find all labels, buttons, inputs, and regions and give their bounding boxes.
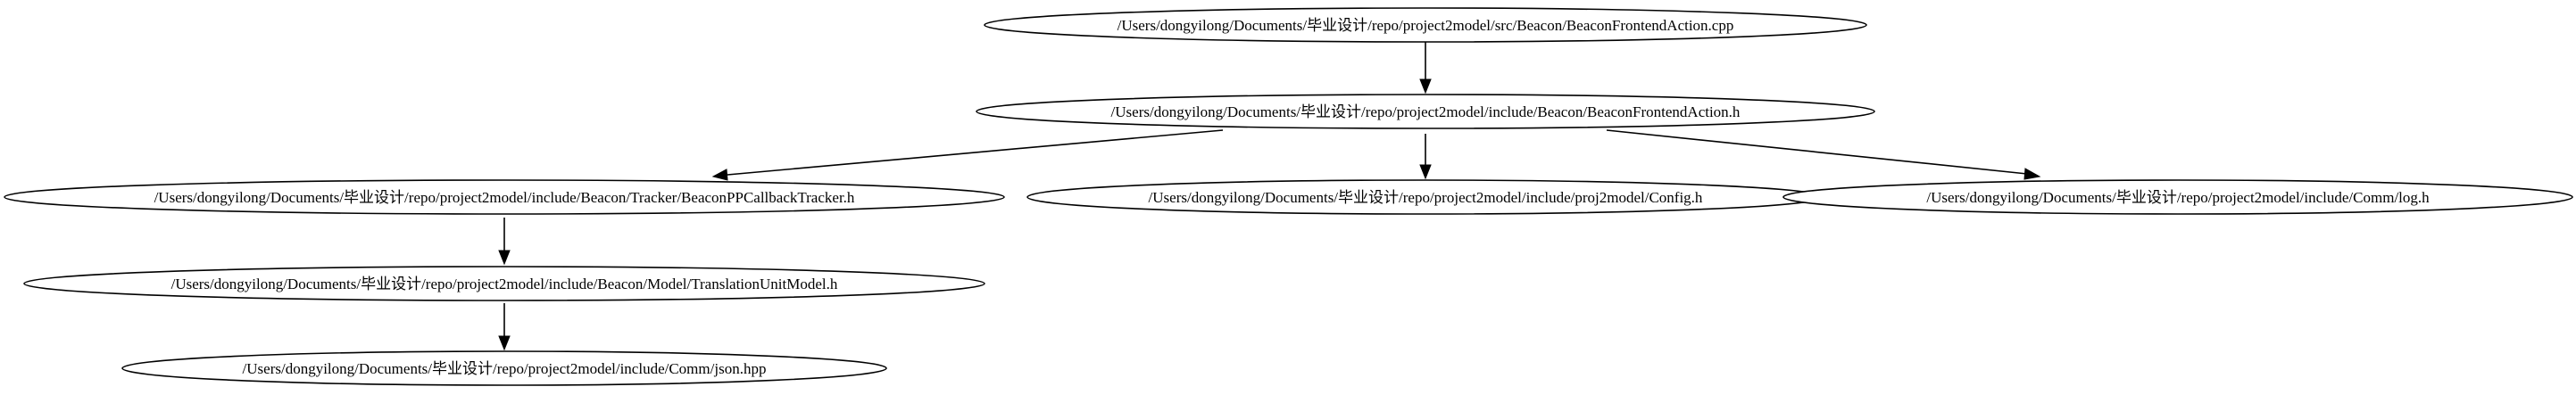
graph-node-label: /Users/dongyilong/Documents/毕业设计/repo/pr… bbox=[171, 276, 838, 292]
graph-node-log-h: /Users/dongyilong/Documents/毕业设计/repo/pr… bbox=[1782, 179, 2573, 215]
graph-node-label: /Users/dongyilong/Documents/毕业设计/repo/pr… bbox=[1149, 189, 1703, 206]
graph-node-beaconfrontendaction-h: /Users/dongyilong/Documents/毕业设计/repo/pr… bbox=[976, 94, 1875, 129]
edge-frontendaction-to-ppcallbacktracker bbox=[711, 129, 1224, 181]
edge-ppcallbacktracker-to-translationunitmodel bbox=[498, 218, 511, 266]
graph-node-translationunitmodel-h: /Users/dongyilong/Documents/毕业设计/repo/pr… bbox=[23, 266, 985, 301]
edge-beaconfrontendaction-cpp-to-h bbox=[1419, 41, 1432, 95]
graph-node-label: /Users/dongyilong/Documents/毕业设计/repo/pr… bbox=[1926, 189, 2430, 206]
graph-node-label: /Users/dongyilong/Documents/毕业设计/repo/pr… bbox=[154, 189, 855, 206]
graph-node-config-h: /Users/dongyilong/Documents/毕业设计/repo/pr… bbox=[1026, 179, 1824, 215]
edge-translationunitmodel-to-json bbox=[498, 303, 511, 351]
graph-node-label: /Users/dongyilong/Documents/毕业设计/repo/pr… bbox=[243, 360, 767, 377]
edge-frontendaction-to-config bbox=[1419, 134, 1432, 180]
graph-node-label: /Users/dongyilong/Documents/毕业设计/repo/pr… bbox=[1118, 17, 1734, 34]
graph-node-beaconfrontendaction-cpp: /Users/dongyilong/Documents/毕业设计/repo/pr… bbox=[984, 7, 1867, 43]
edge-frontendaction-to-log bbox=[1606, 129, 2041, 180]
edges-layer bbox=[498, 41, 2041, 351]
nodes-layer: /Users/dongyilong/Documents/毕业设计/repo/pr… bbox=[4, 7, 2573, 386]
graph-node-label: /Users/dongyilong/Documents/毕业设计/repo/pr… bbox=[1111, 103, 1741, 120]
graph-node-beaconppcallbacktracker-h: /Users/dongyilong/Documents/毕业设计/repo/pr… bbox=[4, 179, 1005, 215]
graph-node-json-hpp: /Users/dongyilong/Documents/毕业设计/repo/pr… bbox=[121, 350, 887, 386]
